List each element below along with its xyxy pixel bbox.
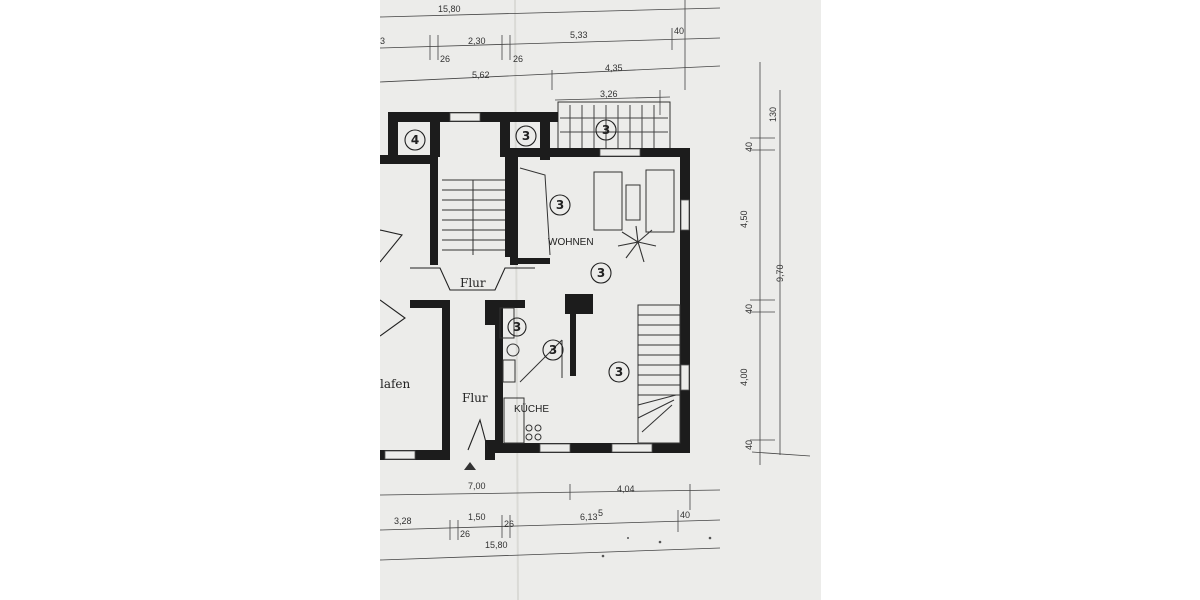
dim-top-26a: 26 bbox=[440, 54, 450, 64]
dim-bottom-6-13: 6,13 bbox=[580, 512, 598, 522]
plant-icon bbox=[617, 225, 657, 263]
room-number-markers bbox=[404, 119, 630, 383]
balcony bbox=[557, 101, 671, 153]
dim-top-4-35: 4,35 bbox=[605, 63, 623, 73]
bottom-dimension-lines bbox=[380, 484, 721, 561]
top-dimension-lines bbox=[380, 0, 721, 115]
dim-top-3: 3 bbox=[380, 36, 385, 46]
dim-right-40a: 40 bbox=[744, 142, 754, 152]
hall-arrow-shapes bbox=[380, 229, 535, 451]
room-number-c: 3 bbox=[602, 123, 610, 137]
dim-top-40: 40 bbox=[674, 26, 684, 36]
entry-marker-icon bbox=[464, 462, 476, 470]
dim-right-130: 130 bbox=[768, 107, 778, 122]
dim-top-5-62: 5,62 bbox=[472, 70, 490, 80]
dim-bottom-4-04: 4,04 bbox=[617, 484, 635, 494]
dim-bottom-15-80: 15,80 bbox=[485, 540, 508, 550]
stairs-living bbox=[637, 304, 681, 444]
room-label-flur-lower: Flur bbox=[462, 391, 488, 405]
dim-bottom-1-50: 1,50 bbox=[468, 512, 486, 522]
room-number-a: 4 bbox=[411, 133, 419, 147]
dim-top-26b: 26 bbox=[513, 54, 523, 64]
room-label-wohnen: WOHNEN bbox=[548, 237, 594, 248]
dim-bottom-7-00: 7,00 bbox=[468, 481, 486, 491]
dim-bottom-40: 40 bbox=[680, 510, 690, 520]
dim-right-9-70: 9,70 bbox=[775, 264, 785, 282]
room-number-f: 3 bbox=[513, 320, 521, 334]
dim-top-15-80: 15,80 bbox=[438, 4, 461, 14]
dim-top-2-30: 2,30 bbox=[468, 36, 486, 46]
room-number-d: 3 bbox=[556, 198, 564, 212]
dim-bottom-5: 5 bbox=[598, 508, 603, 518]
paper-sheet bbox=[380, 0, 821, 600]
dim-bottom-26b: 26 bbox=[504, 519, 514, 529]
paper-specks bbox=[601, 536, 712, 558]
dim-right-4-50: 4,50 bbox=[739, 210, 749, 228]
room-label-flur-upper: Flur bbox=[460, 276, 486, 290]
right-dimension-lines bbox=[750, 62, 811, 465]
room-number-e: 3 bbox=[597, 266, 605, 280]
windows bbox=[384, 112, 690, 460]
dim-bottom-26a: 26 bbox=[460, 529, 470, 539]
dim-right-40b: 40 bbox=[744, 304, 754, 314]
room-number-g: 3 bbox=[549, 343, 557, 357]
room-label-schlafen: lafen bbox=[380, 377, 411, 391]
stairs-hall bbox=[442, 179, 505, 255]
furniture bbox=[499, 167, 675, 444]
room-number-b: 3 bbox=[522, 129, 530, 143]
room-number-h: 3 bbox=[615, 365, 623, 379]
room-label-kueche: KÜCHE bbox=[514, 403, 549, 415]
floor-plan-drawing: 15,80 3 2,30 5,33 40 26 26 5,62 4,35 3,2… bbox=[380, 0, 821, 600]
dim-right-40c: 40 bbox=[744, 440, 754, 450]
dim-top-5-33: 5,33 bbox=[570, 30, 588, 40]
dim-bottom-3-28: 3,28 bbox=[394, 516, 412, 526]
dim-top-3-26: 3,26 bbox=[600, 89, 618, 99]
dim-right-4-00: 4,00 bbox=[739, 368, 749, 386]
